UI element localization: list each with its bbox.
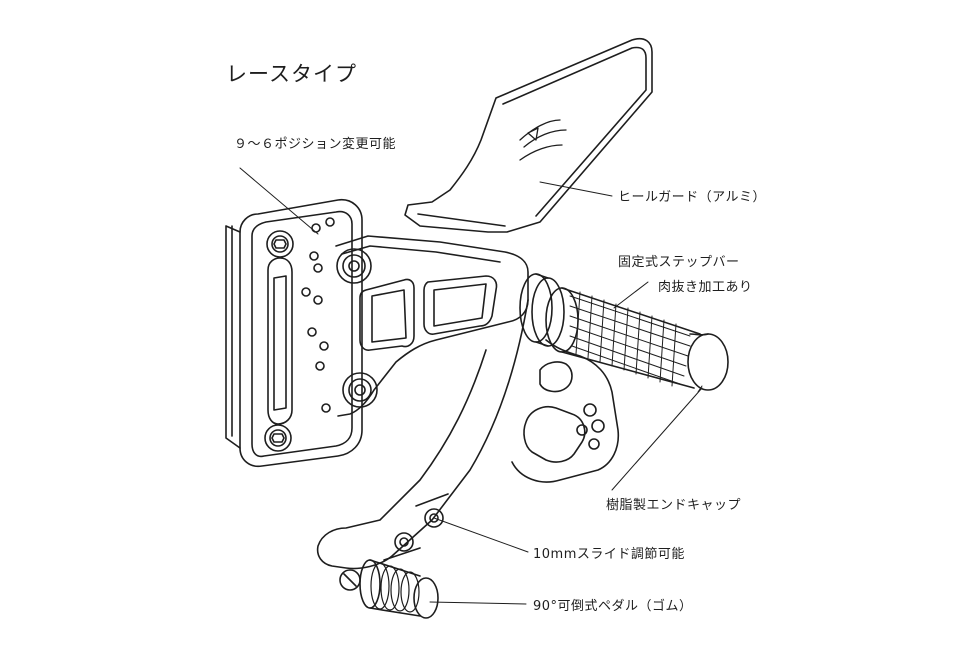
callout-pedal: 90°可倒式ペダル（ゴム） [533, 599, 693, 614]
leader-positions [239, 167, 319, 235]
bolt-upper-right [336, 248, 372, 284]
slide-adjust-bolts [383, 493, 449, 561]
position-holes [301, 217, 335, 413]
bolt-lower-right [342, 372, 378, 408]
lower-lever [316, 299, 620, 570]
diagram-title: レースタイプ [226, 62, 357, 86]
callout-fixed-step-line2: 肉抜き加工あり [658, 280, 753, 295]
callout-heel-guard: ヒールガード（アルミ） [618, 190, 766, 205]
leader-heel-guard [539, 181, 613, 197]
callout-slide-adjust: 10mmスライド調節可能 [533, 547, 685, 562]
bracket-arm [335, 235, 529, 417]
pedal [339, 559, 439, 619]
mounting-plate [225, 198, 363, 468]
leader-pedal [429, 601, 527, 605]
pedal-ridges [370, 562, 420, 613]
bolt-top-left [266, 230, 294, 258]
callout-positions: ９～６ポジション変更可能 [234, 137, 397, 152]
leader-end-cap [611, 385, 703, 491]
leader-lines [239, 167, 703, 605]
bolt-bottom-left [264, 424, 292, 452]
step-knurling [569, 291, 691, 387]
leader-slide-adjust [433, 517, 529, 553]
heel-guard-plate [404, 37, 653, 233]
callout-fixed-step-line1: 固定式ステップバー [618, 255, 740, 270]
callout-end-cap: 樹脂製エンドキャップ [606, 498, 742, 513]
leader-fixed-step [613, 281, 649, 309]
